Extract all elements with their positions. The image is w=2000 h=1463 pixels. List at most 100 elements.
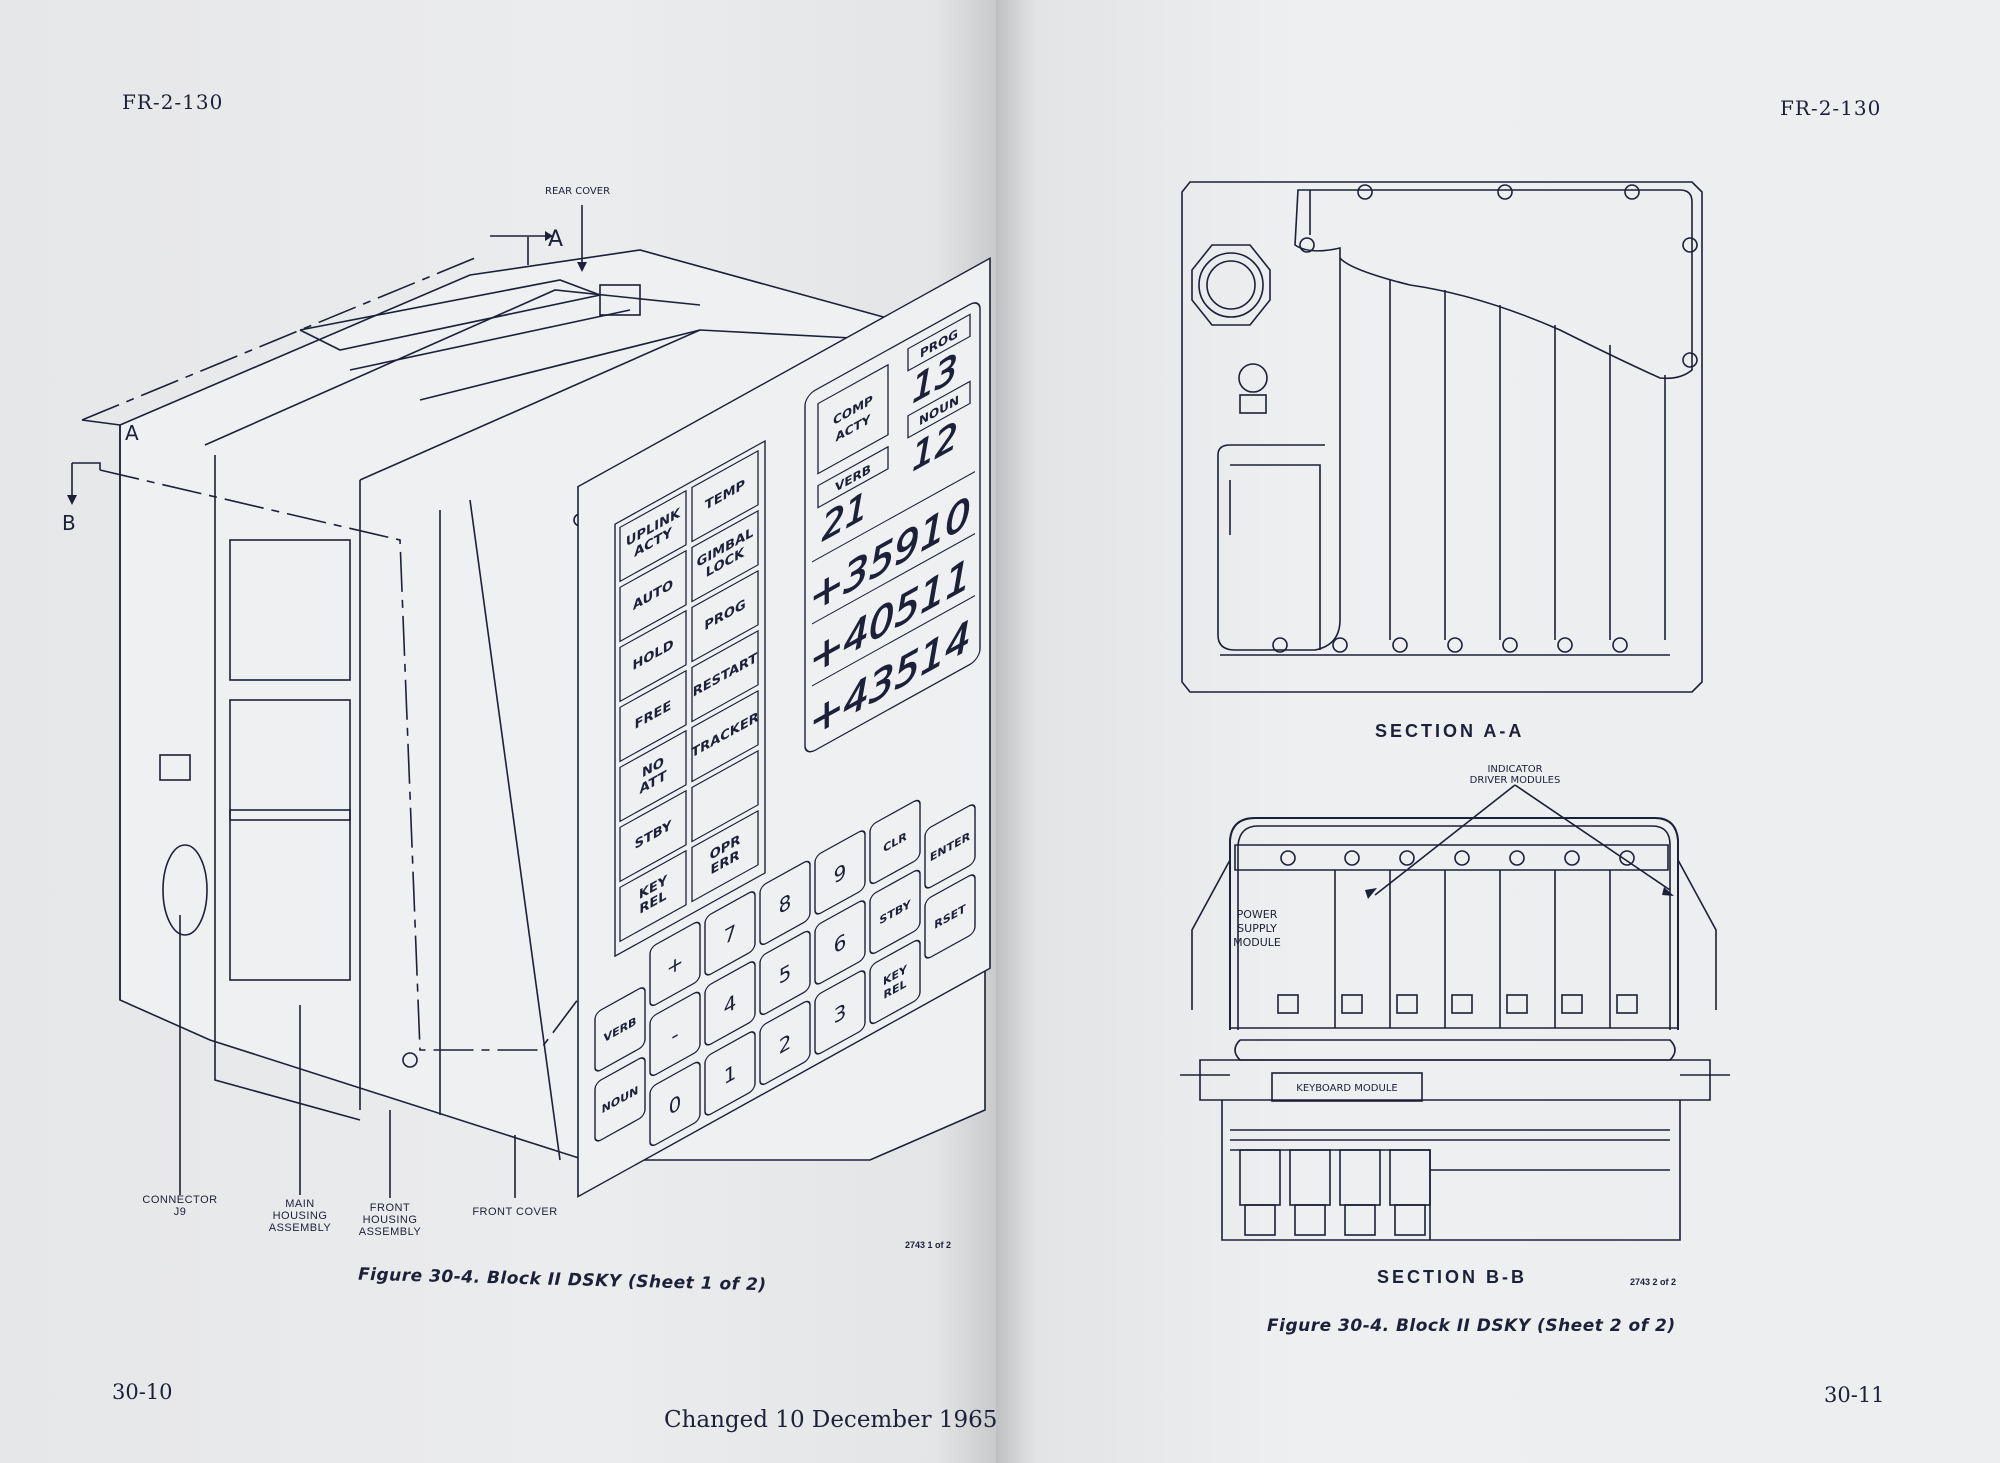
keypad-key[interactable] <box>924 803 976 891</box>
keypad-key-label: 1 <box>724 1060 737 1090</box>
callout-line: HOUSING <box>362 1214 418 1226</box>
caution-light <box>691 629 759 723</box>
caution-light <box>619 669 687 763</box>
section-aa-label: SECTION A-A <box>1375 721 1525 741</box>
module-screws <box>1272 637 1628 653</box>
keypad-key[interactable] <box>814 829 866 917</box>
section-aa-drawing <box>1181 181 1703 693</box>
key-switch-base <box>1344 1204 1376 1236</box>
left-page: FR-2-130 <box>0 0 998 1463</box>
keypad-key-label: 5 <box>779 960 792 990</box>
section-drawings: POWER SUPPLY MODULE KEYBOARD MODULE INDI… <box>1180 181 1730 1241</box>
dsky-illustration: A A B REAR COVER UPLINKACTYTEMPAUTOGIMBA… <box>62 186 991 1198</box>
keypad-key[interactable] <box>869 938 921 1026</box>
callout-line: ASSEMBLY <box>358 1226 422 1238</box>
caution-light <box>619 789 687 883</box>
keypad-key[interactable] <box>924 873 976 961</box>
keypad-key-label: - <box>671 1022 678 1049</box>
callout-line: HOUSING <box>272 1210 328 1222</box>
screw-icon <box>1280 850 1296 866</box>
caution-light <box>691 749 759 843</box>
keypad-key[interactable] <box>704 1030 756 1118</box>
keypad-key-label: 3 <box>834 999 847 1029</box>
callout-rear-cover: REAR COVER <box>545 186 610 197</box>
keypad-key-label: 8 <box>779 890 792 920</box>
section-bb-label: SECTION B-B <box>1377 1267 1527 1287</box>
comp-acty-light <box>817 363 889 475</box>
label-keyboard-module: KEYBOARD MODULE <box>1296 1083 1397 1094</box>
screw-icon <box>1619 850 1635 866</box>
key-switch-base <box>1294 1204 1326 1236</box>
callout-line: CONNECTOR <box>142 1194 218 1206</box>
keypad-key[interactable] <box>814 969 866 1057</box>
connector-pin <box>1506 994 1528 1014</box>
caution-light <box>619 729 687 823</box>
keypad-key-label: 9 <box>834 859 847 889</box>
label-supply: SUPPLY <box>1237 922 1277 935</box>
keypad-key[interactable] <box>759 999 811 1087</box>
keypad-key[interactable] <box>869 798 921 886</box>
verb-label-box <box>817 445 889 509</box>
keypad-key[interactable] <box>594 1056 646 1144</box>
connector-pin <box>1277 994 1299 1014</box>
section-marker-b: B <box>62 511 76 535</box>
keypad-key[interactable] <box>704 890 756 978</box>
caution-light <box>619 549 687 643</box>
page-number-right: 30-11 <box>1824 1383 1885 1407</box>
figure-ref-right: 2743 2 of 2 <box>1630 1277 1677 1287</box>
page-header-left: FR-2-130 <box>122 90 224 114</box>
display-panel <box>804 302 981 753</box>
screw-icon <box>1509 850 1525 866</box>
connector-pin <box>1561 994 1583 1014</box>
callout-line: J9 <box>173 1206 187 1218</box>
caution-light <box>619 609 687 703</box>
section-marker-a-top: A <box>548 227 563 252</box>
caution-light <box>691 509 759 603</box>
keypad-key[interactable] <box>649 920 701 1008</box>
change-date-footer: Changed 10 December 1965 <box>664 1407 998 1433</box>
key-switch <box>1339 1149 1381 1206</box>
register-divider <box>812 470 975 563</box>
callout-line: MAIN <box>285 1198 315 1210</box>
keypad-key-label: 0 <box>669 1091 682 1121</box>
keypad-key[interactable] <box>649 990 701 1078</box>
keypad-key[interactable] <box>649 1060 701 1148</box>
register-divider <box>812 594 975 687</box>
screw-icon <box>1399 850 1415 866</box>
callout-line: FRONT <box>369 1202 411 1214</box>
keypad-key[interactable] <box>814 899 866 987</box>
page-header-right: FR-2-130 <box>1780 96 1882 120</box>
label-driver-modules: DRIVER MODULES <box>1470 775 1561 786</box>
section-bb-drawing <box>1180 784 1730 1241</box>
connector-pin <box>1396 994 1418 1014</box>
label-indicator: INDICATOR <box>1487 764 1542 775</box>
keypad-key[interactable] <box>759 859 811 947</box>
keypad-key[interactable] <box>704 960 756 1048</box>
caution-light <box>691 449 759 543</box>
keypad-key-label: 2 <box>779 1030 792 1060</box>
keypad-key-label: 6 <box>834 929 847 959</box>
caution-light <box>619 849 687 943</box>
prog-label-box <box>907 313 971 372</box>
register-divider <box>812 532 975 625</box>
key-switch <box>1289 1149 1331 1206</box>
label-power: POWER <box>1237 908 1278 921</box>
keypad-key[interactable] <box>869 868 921 956</box>
key-switch <box>1239 1149 1281 1206</box>
callout-connector-j9: CONNECTOR J9 <box>140 1194 220 1218</box>
connector-pin <box>1341 994 1363 1014</box>
screw-icon <box>1564 850 1580 866</box>
caution-light <box>619 489 687 583</box>
page-number-left: 30-10 <box>112 1380 173 1404</box>
key-switch-base <box>1394 1204 1426 1236</box>
callout-line: ASSEMBLY <box>268 1222 332 1234</box>
caution-light <box>691 689 759 783</box>
key-switch <box>1389 1149 1431 1206</box>
keypad-key-label: 4 <box>724 990 737 1020</box>
connector-pin <box>1451 994 1473 1014</box>
screw-icon <box>1454 850 1470 866</box>
keypad-key[interactable] <box>594 986 646 1074</box>
figure-caption-right: Figure 30-4. Block II DSKY (Sheet 2 of 2… <box>1267 1316 1676 1336</box>
screw-icon <box>1344 850 1360 866</box>
keypad-key[interactable] <box>759 929 811 1017</box>
